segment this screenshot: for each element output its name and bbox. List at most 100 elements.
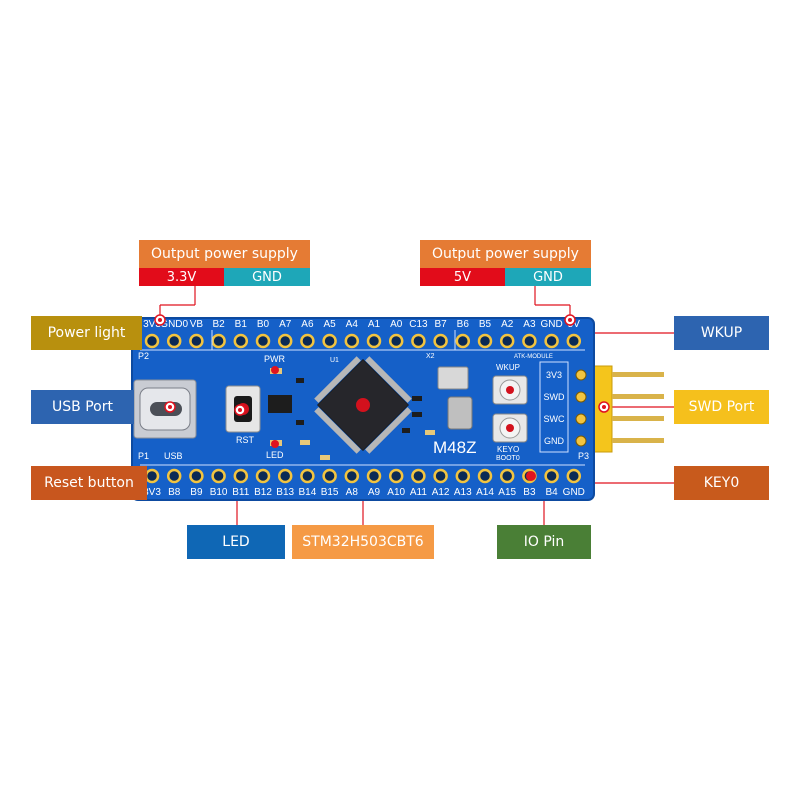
top-pin-label: A4 <box>346 319 359 330</box>
mcu-label: STM32H503CBT6 <box>292 525 434 559</box>
wkup-label: WKUP <box>674 316 769 350</box>
io-pin-marker <box>526 471 536 481</box>
bottom-pin-label: A9 <box>368 487 381 498</box>
top-pin-label: B1 <box>235 319 248 330</box>
silk-module: ATK-MODULE <box>514 354 553 360</box>
silk-usb: USB <box>164 451 183 461</box>
top-pin-label: A2 <box>501 319 514 330</box>
bottom-pin-label: B12 <box>254 487 272 498</box>
bottom-pin-hole <box>544 468 559 484</box>
top-pin-hole <box>477 333 493 349</box>
swd-pin-pads <box>575 369 587 447</box>
bottom-pin-label: B15 <box>321 487 339 498</box>
top-pin-hole <box>233 333 249 349</box>
bottom-pin-label: A14 <box>476 487 494 498</box>
top-pin-hole <box>322 333 337 349</box>
swd-pin-label: SWC <box>544 414 565 424</box>
key0-label: KEY0 <box>674 466 769 500</box>
bottom-pin-label: A10 <box>387 487 405 498</box>
top-pin-hole <box>189 333 204 349</box>
usb-port-label: USB Port <box>31 390 134 424</box>
key0-switch <box>492 413 528 443</box>
top-pin-hole <box>433 333 448 349</box>
bottom-pin-hole <box>144 468 160 484</box>
silk-u1: U1 <box>330 357 339 364</box>
top-pin-hole <box>211 333 226 349</box>
power-light-marker <box>271 366 279 374</box>
left-supply-neg: GND <box>224 268 310 286</box>
bottom-pin-hole <box>233 468 249 484</box>
bottom-pin-hole <box>255 468 271 484</box>
bottom-pin-hole <box>411 468 426 484</box>
bottom-pin-hole <box>388 468 404 484</box>
top-pin-hole <box>388 333 404 349</box>
top-pin-hole <box>544 333 559 349</box>
smd-components <box>268 378 422 433</box>
bottom-pin-hole <box>433 468 448 484</box>
wkup-switch <box>492 375 528 405</box>
swd-silk-box <box>539 361 569 453</box>
top-pin-hole <box>522 333 537 349</box>
top-pin-hole <box>166 333 182 349</box>
right-supply-pos: 5V <box>420 268 505 286</box>
top-pin-hole <box>144 333 160 349</box>
top-pin-hole <box>499 333 515 349</box>
swd-pin-label: 3V3 <box>546 370 562 380</box>
bottom-pin-hole <box>322 468 337 484</box>
bottom-pin-hole <box>344 468 360 484</box>
right-supply-neg: GND <box>505 268 591 286</box>
top-pin-label: B7 <box>434 319 447 330</box>
top-pin-label: A5 <box>323 319 336 330</box>
bottom-pin-hole <box>277 468 293 484</box>
top-pin-hole <box>255 333 271 349</box>
bottom-pin-label: B13 <box>276 487 294 498</box>
top-pin-label: VB <box>190 319 204 330</box>
left-supply-title: Output power supply <box>139 240 310 268</box>
bottom-pin-hole <box>211 468 226 484</box>
bottom-pin-label: B9 <box>190 487 203 498</box>
bottom-pin-label: 3V3 <box>143 487 161 498</box>
silk-x2: X2 <box>426 353 435 360</box>
top-pin-hole <box>366 333 382 349</box>
bottom-pin-label: B10 <box>210 487 228 498</box>
silk-pwr: PWR <box>264 354 285 364</box>
callout-dots <box>154 314 610 416</box>
top-pin-label: A1 <box>368 319 381 330</box>
bottom-pin-label: B11 <box>232 487 249 498</box>
bottom-pin-label: A11 <box>410 487 427 498</box>
bottom-pin-hole <box>477 468 493 484</box>
top-pin-label: A0 <box>390 319 403 330</box>
bottom-pin-label: B3 <box>523 487 536 498</box>
power-light-label: Power light <box>31 316 142 350</box>
led-label: LED <box>187 525 285 559</box>
silk-p2: P2 <box>138 351 149 361</box>
top-pin-hole <box>455 333 471 349</box>
silk-led: LED <box>266 450 284 460</box>
bottom-pin-label: A8 <box>346 487 359 498</box>
bottom-pin-label: GND <box>563 487 585 498</box>
top-pin-hole <box>566 333 582 349</box>
reset-button-label: Reset button <box>31 466 147 500</box>
io-pin-label: IO Pin <box>497 525 591 559</box>
top-pin-label: B6 <box>457 319 470 330</box>
top-pin-label: B0 <box>257 319 270 330</box>
top-pin-label: C13 <box>409 319 428 330</box>
top-pin-label: B2 <box>212 319 225 330</box>
right-supply-title: Output power supply <box>420 240 591 268</box>
bottom-pin-hole <box>300 468 315 484</box>
bottom-pin-label: A12 <box>432 487 450 498</box>
silk-boot0: BOOT0 <box>496 455 520 462</box>
silk-rst: RST <box>236 435 255 445</box>
board-model-text: M48Z <box>433 438 476 457</box>
top-pin-label: GND <box>540 319 562 330</box>
top-pin-hole <box>411 333 426 349</box>
top-pin-label: 3V3 <box>143 319 161 330</box>
silk-p1: P1 <box>138 451 149 461</box>
top-pin-hole <box>300 333 315 349</box>
top-pin-hole <box>277 333 293 349</box>
bottom-pin-hole <box>455 468 471 484</box>
top-pin-label: A6 <box>301 319 314 330</box>
